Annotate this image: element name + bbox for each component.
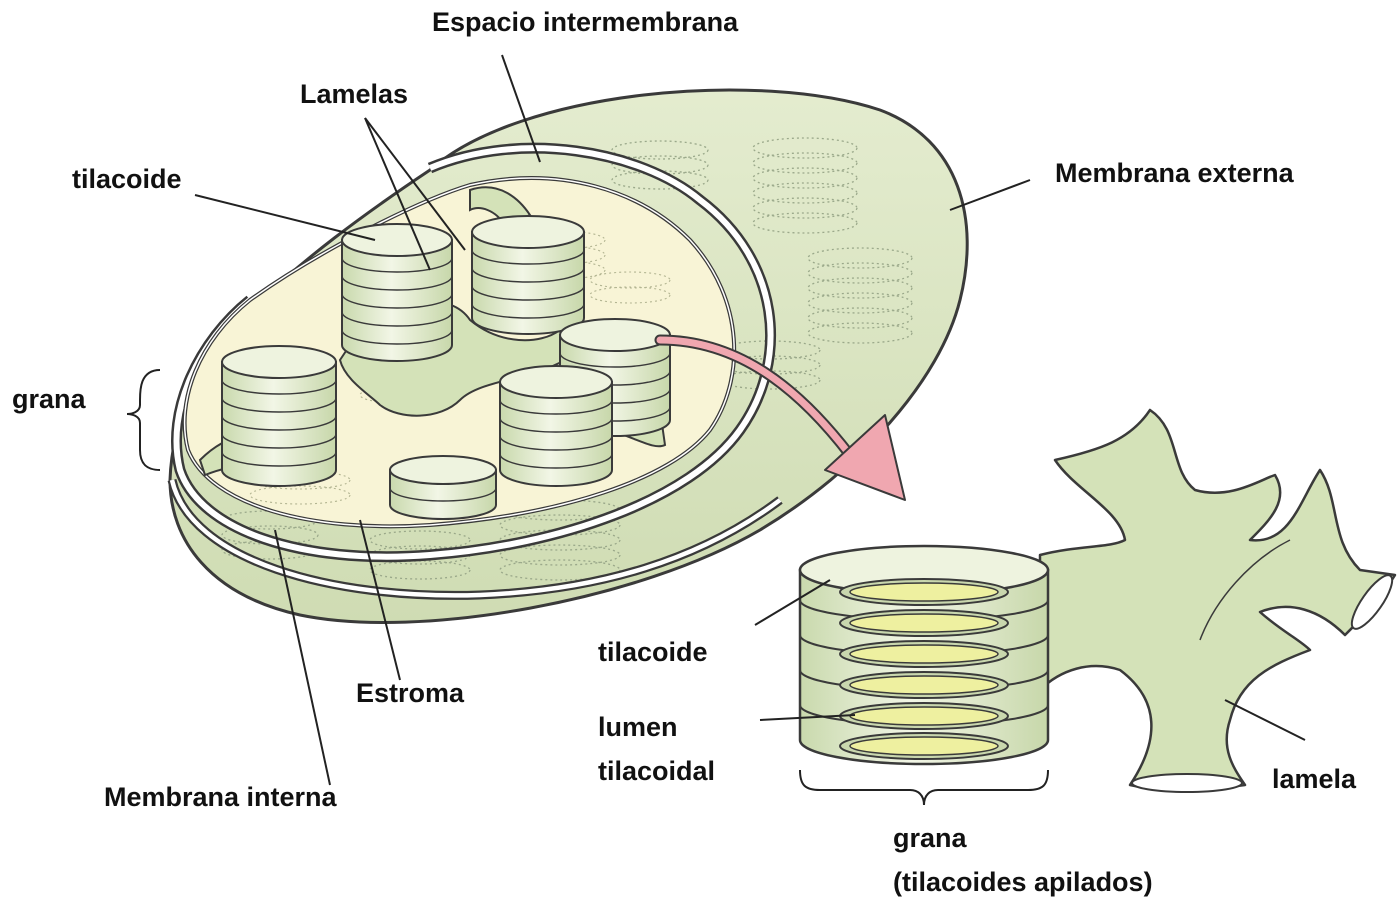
label-grana-left: grana — [12, 383, 86, 415]
label-lamellae: Lamelas — [300, 78, 408, 110]
label-outer-membrane: Membrana externa — [1055, 157, 1294, 189]
label-lumen-line1: lumen — [598, 711, 678, 743]
label-thylakoid-detail: tilacoide — [598, 636, 708, 668]
granum-stack-2 — [472, 216, 584, 334]
label-thylakoid-top: tilacoide — [72, 163, 182, 195]
granum-stack-6 — [390, 456, 496, 519]
label-lumen-line2: tilacoidal — [598, 755, 715, 787]
granum-stack-5 — [500, 366, 612, 486]
label-stroma: Estroma — [356, 677, 464, 709]
label-lamella-detail: lamela — [1272, 763, 1356, 795]
granum-stack-1 — [342, 224, 452, 361]
granum-stack-4 — [222, 346, 336, 486]
lamella-network-detail — [1040, 410, 1398, 792]
label-intermembrane-space: Espacio intermembrana — [432, 6, 738, 38]
label-grana-detail-line1: grana — [893, 822, 967, 854]
label-inner-membrane: Membrana interna — [104, 781, 337, 813]
label-grana-detail-line2: (tilacoides apilados) — [893, 866, 1153, 898]
granum-detail — [800, 546, 1048, 764]
